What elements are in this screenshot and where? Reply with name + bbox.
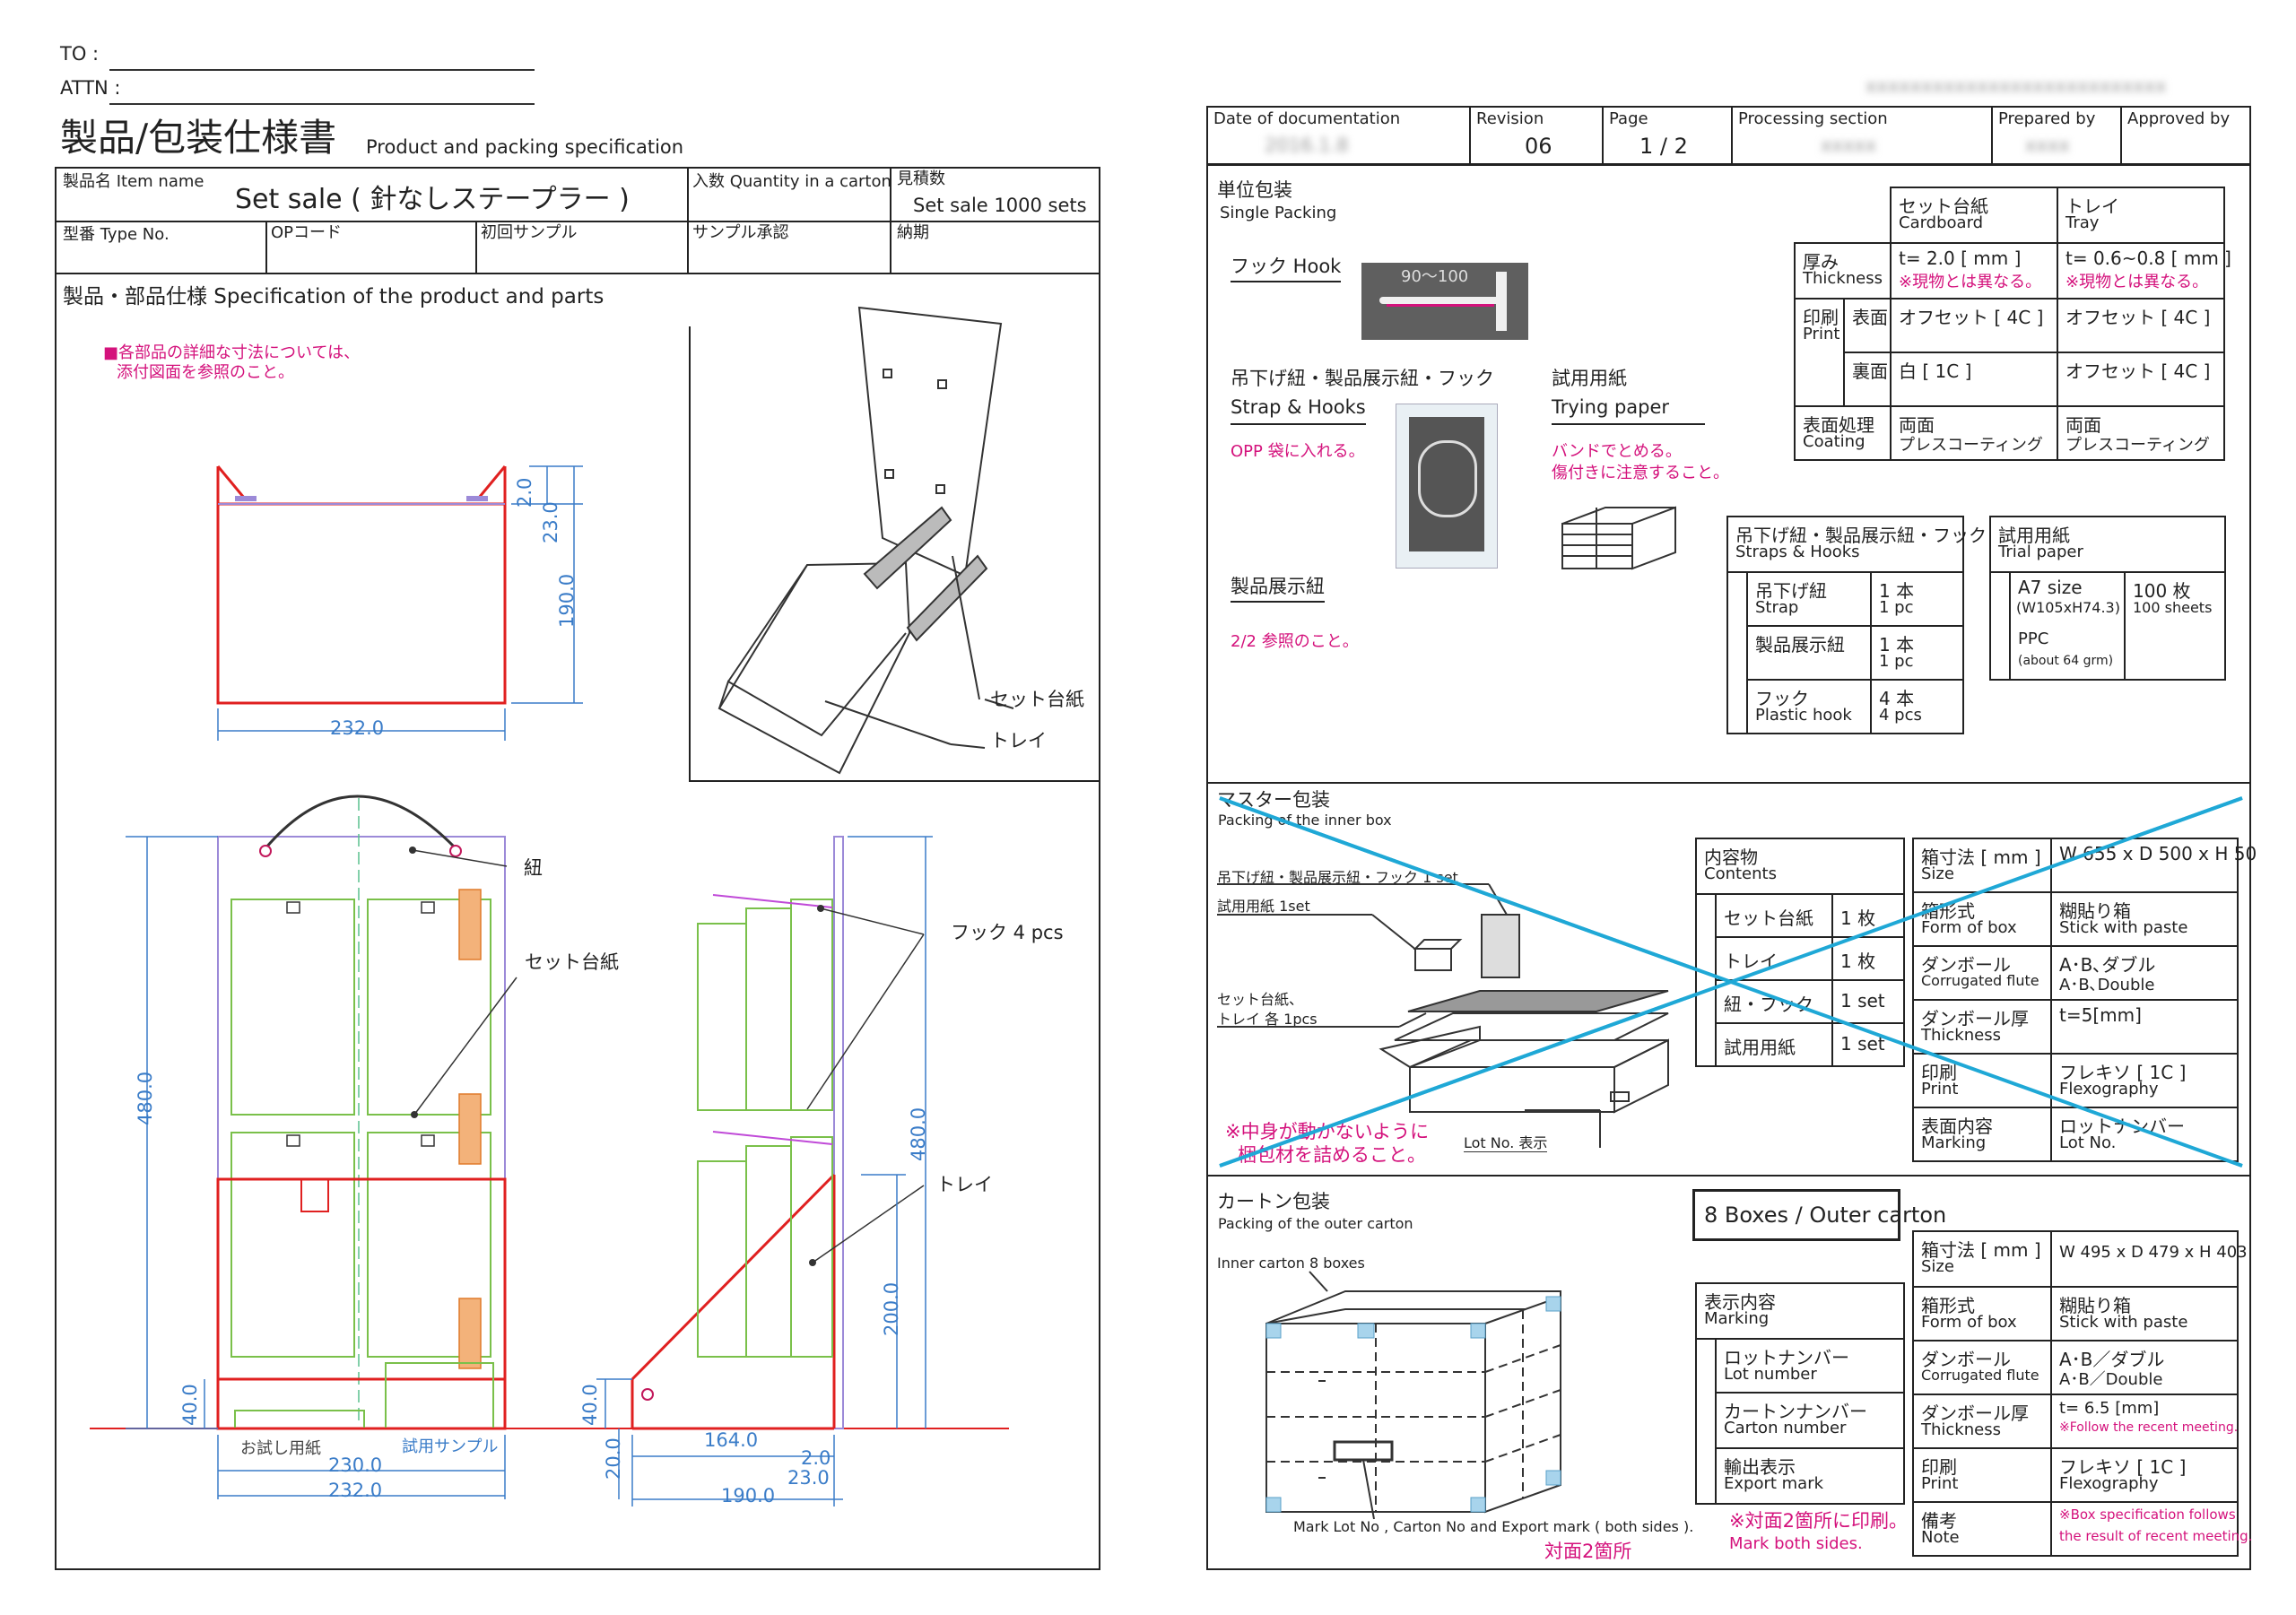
strap-note: OPP 袋に入れる。 <box>1231 442 1365 461</box>
single-title: 単位包装 <box>1217 179 1292 201</box>
strap-title: 吊下げ紐・製品展示紐・フック <box>1231 368 1494 389</box>
outer-inner-label: Inner carton 8 boxes <box>1217 1255 1365 1272</box>
doc-processing-value: xxxxx <box>1821 135 1877 156</box>
dim-230: 230.0 <box>328 1454 383 1476</box>
company-name: xxxxxxxxxxxxxxxxxxxxxxxxxxx <box>1866 75 2167 97</box>
dim-190: 190.0 <box>556 573 578 628</box>
doc-prepared-label: Prepared by <box>1998 109 2096 128</box>
item-name-label: 製品名 Item name <box>63 172 204 191</box>
label-tray-2: トレイ <box>936 1174 993 1195</box>
doc-approved-label: Approved by <box>2127 109 2231 128</box>
attn-label: ATTN : <box>60 77 121 99</box>
label-himo: 紐 <box>524 857 543 879</box>
outer-title: カートン包装 <box>1217 1191 1330 1212</box>
single-title-en: Single Packing <box>1220 204 1337 222</box>
first-sample-label: 初回サンプル <box>481 223 578 242</box>
spec-note-1: ■各部品の詳細な寸法については、 <box>103 343 361 362</box>
outer-boxes-badge: 8 Boxes / Outer carton <box>1692 1189 1946 1241</box>
type-no-label: 型番 Type No. <box>63 225 170 244</box>
dim-232-bottom: 232.0 <box>328 1480 383 1501</box>
op-code-label: OPコード <box>271 223 343 242</box>
delivery-label: 納期 <box>897 223 929 242</box>
hook-dim: 90～100 <box>1401 267 1469 286</box>
spec-heading: 製品・部品仕様 Specification of the product and… <box>63 285 604 308</box>
label-set-daishi-2: セット台紙 <box>525 951 619 973</box>
dim-2-side: 2.0 <box>801 1447 831 1469</box>
dim-23-side: 23.0 <box>787 1467 830 1489</box>
outer-marking-note-1: ※対面2箇所に印刷。 <box>1729 1510 1908 1532</box>
dim-40: 40.0 <box>179 1384 201 1426</box>
estimate-value: Set sale 1000 sets <box>913 195 1087 216</box>
spec-box <box>55 273 1100 1570</box>
dim-480: 480.0 <box>135 1071 156 1125</box>
inner-lot: Lot No. 表示 <box>1464 1134 1548 1153</box>
attn-line <box>109 103 535 105</box>
to-label: TO : <box>60 43 100 65</box>
doc-title-en: Product and packing specification <box>366 136 684 158</box>
right-frame <box>1206 164 2251 1570</box>
front-view-big <box>90 794 1009 1499</box>
technical-drawing <box>90 306 1014 1506</box>
doc-date-label: Date of documentation <box>1213 109 1401 128</box>
label-hook: フック 4 pcs <box>951 922 1064 943</box>
estimate-label: 見積数 <box>897 169 945 188</box>
dim-2: 2.0 <box>514 477 535 508</box>
hook-title: フック Hook <box>1231 256 1342 283</box>
label-shiyou-sample: 試用サンプル <box>402 1437 499 1456</box>
item-name-value: Set sale ( 針なしステープラー ) <box>235 184 630 215</box>
perspective-sketch <box>718 306 1014 775</box>
strap-bag-photo <box>1396 404 1498 569</box>
paper-note-2: 傷付きに注意すること。 <box>1552 464 1729 482</box>
outer-mark-note: Mark Lot No , Carton No and Export mark … <box>1293 1518 1694 1535</box>
perspective-panel <box>689 326 1100 782</box>
outer-title-en: Packing of the outer carton <box>1218 1215 1413 1232</box>
dim-190-side: 190.0 <box>721 1485 776 1506</box>
doc-date-value: 2016.1.8 <box>1265 135 1349 156</box>
spec-note-2: 添付図面を参照のこと。 <box>117 363 294 382</box>
doc-revision-label: Revision <box>1476 109 1544 128</box>
doc-page-value: 1 / 2 <box>1639 134 1688 159</box>
info-divider <box>55 221 1100 222</box>
dim-40-side: 40.0 <box>579 1384 601 1426</box>
qty-label: 入数 Quantity in a carton <box>692 172 891 191</box>
front-view-top <box>216 465 583 741</box>
doc-revision-value: 06 <box>1525 134 1552 159</box>
outer-mark-jp: 対面2箇所 <box>1544 1541 1632 1562</box>
dim-480-side: 480.0 <box>908 1107 929 1161</box>
outer-marking-note-2: Mark both sides. <box>1729 1534 1863 1553</box>
display-title: 製品展示紐 <box>1231 576 1325 603</box>
to-line <box>109 69 535 71</box>
inner-note-2: 梱包材を詰めること。 <box>1238 1144 1426 1166</box>
dim-20: 20.0 <box>603 1437 624 1480</box>
display-note: 2/2 参照のこと。 <box>1231 632 1359 651</box>
inner-note-1: ※中身が動かないように <box>1225 1121 1430 1142</box>
hook-photo: 90～100 <box>1361 263 1528 340</box>
label-set-daishi: セット台紙 <box>990 689 1084 710</box>
inner-title-en: Packing of the inner box <box>1218 812 1392 829</box>
inner-title: マスター包装 <box>1217 789 1330 811</box>
inner-label-3b: トレイ 各 1pcs <box>1217 1011 1318 1028</box>
doc-page-label: Page <box>1609 109 1648 128</box>
strap-title-en: Strap & Hooks <box>1231 396 1366 426</box>
dim-23: 23.0 <box>540 501 561 543</box>
inner-label-3a: セット台紙、 <box>1217 991 1304 1008</box>
inner-label-1: 吊下げ紐・製品展示紐・フック 1 set <box>1217 869 1458 886</box>
label-tray: トレイ <box>990 730 1047 751</box>
side-view <box>596 836 933 1506</box>
dim-200: 200.0 <box>881 1281 902 1336</box>
paper-title-en: Trying paper <box>1552 396 1706 426</box>
inner-label-2: 試用用紙 1set <box>1217 898 1310 915</box>
paper-note-1: バンドでとめる。 <box>1552 442 1682 461</box>
dim-232: 232.0 <box>330 717 385 739</box>
paper-title: 試用用紙 <box>1552 368 1627 389</box>
doc-prepared-value: xxxx <box>2025 135 2070 156</box>
dim-164: 164.0 <box>704 1429 759 1451</box>
label-otameshi: お試し用紙 <box>240 1439 321 1458</box>
doc-processing-label: Processing section <box>1738 109 1888 128</box>
doc-title: 製品/包装仕様書 <box>60 116 337 160</box>
sample-approval-label: サンプル承認 <box>692 223 789 242</box>
